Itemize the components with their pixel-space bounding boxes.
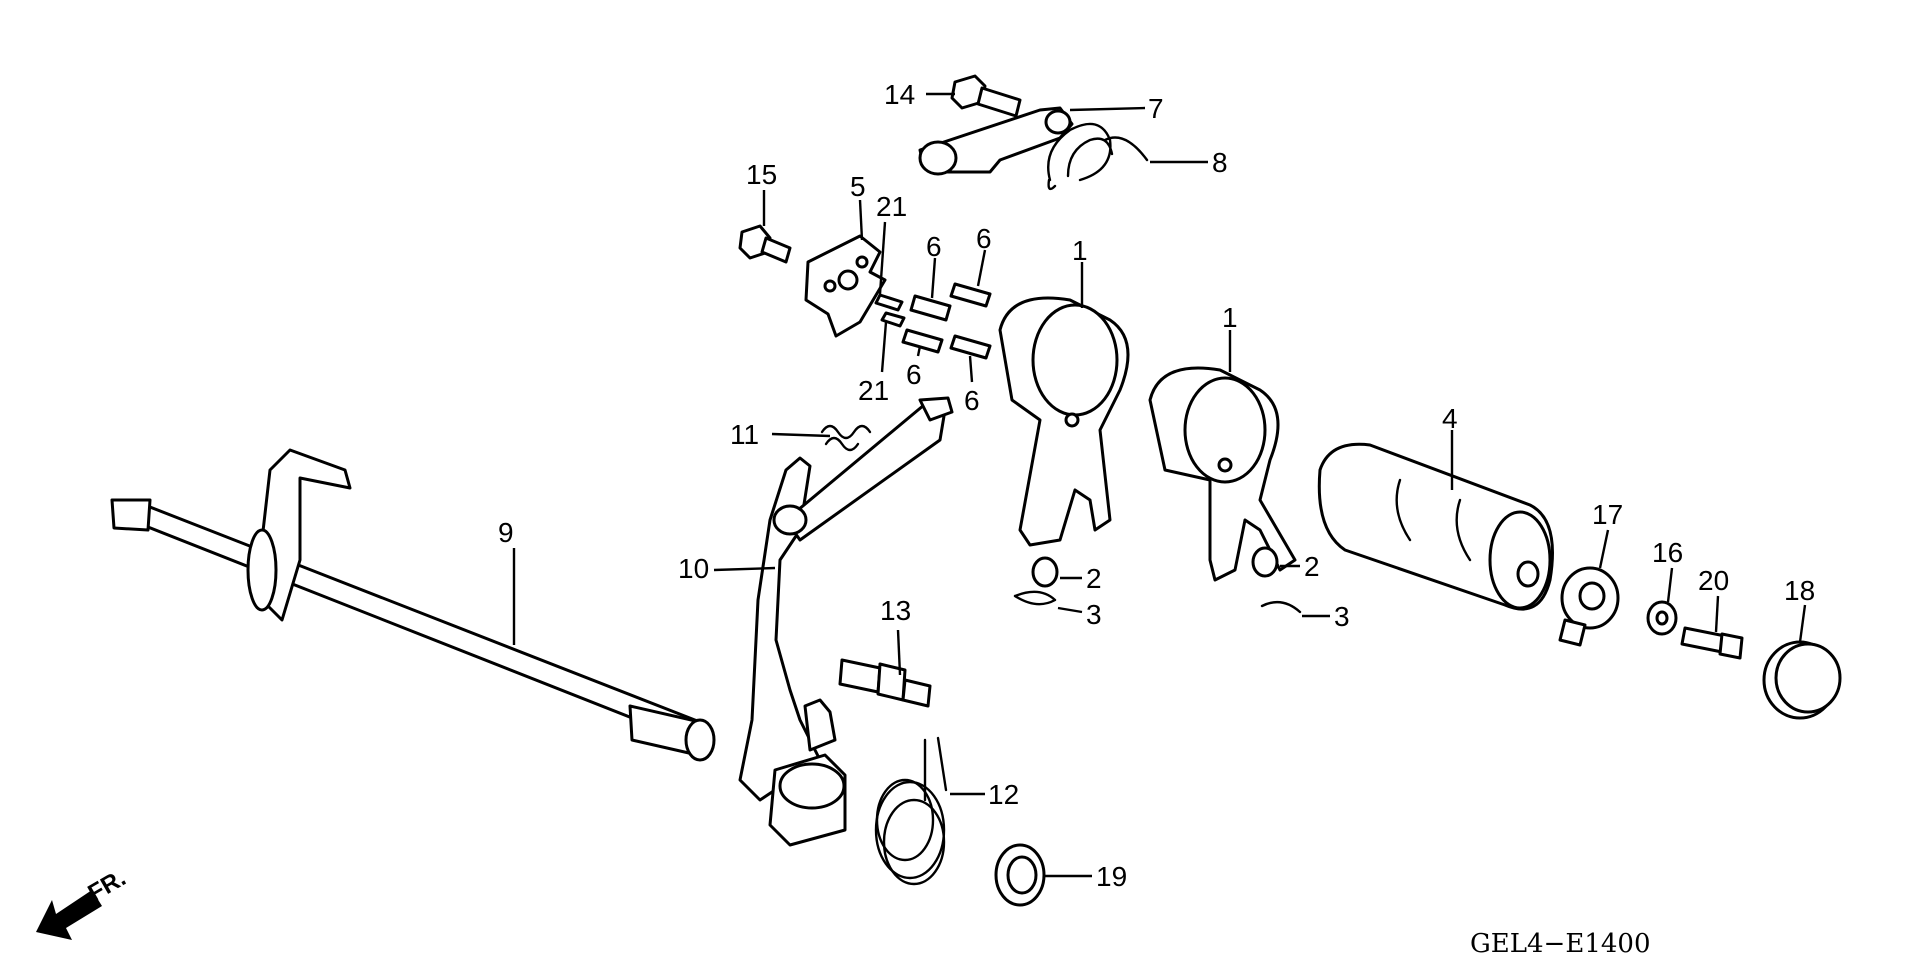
callout-6d: 6 [964,385,980,416]
part-13-stud-bolt [838,658,932,708]
callout-11: 11 [730,419,759,450]
part-19-oil-seal [994,843,1046,907]
callout-3b: 3 [1334,601,1350,632]
callout-3a: 3 [1086,599,1102,630]
part-4-shift-drum [1317,442,1554,611]
callout-20: 20 [1698,565,1729,596]
callout-7: 7 [1148,93,1164,124]
callout-6c: 6 [906,359,922,390]
callout-18: 18 [1784,575,1815,606]
part-5-stopper-plate [804,234,887,338]
part-14-bolt [950,74,1022,118]
part-1-shift-fork-a [998,296,1130,547]
callout-6a: 6 [926,231,942,262]
callout-10: 10 [678,553,709,584]
part-1-shift-fork-b [1148,366,1297,582]
part-10-shift-arm [738,396,954,847]
part-2-guide-pins [1031,546,1279,588]
leader-lines [512,92,1807,878]
callout-17: 17 [1592,499,1623,530]
part-3-clips [1013,590,1302,614]
part-21-pins [874,293,906,328]
part-12-return-spring [874,736,948,886]
callout-4: 4 [1442,403,1458,434]
part-15-bolt [738,224,792,264]
callout-1b: 1 [1222,302,1238,333]
part-9-shift-shaft [110,448,716,762]
callout-16: 16 [1652,537,1683,568]
callout-5: 5 [850,171,866,202]
front-arrow-icon: FR. [36,864,130,940]
callout-2b: 2 [1304,551,1320,582]
callout-15: 15 [746,159,777,190]
callout-19: 19 [1096,861,1127,892]
callout-14: 14 [884,79,915,110]
diagram-code: GEL4−E1400 [1470,929,1651,959]
part-8-stopper-spring [1047,122,1149,191]
part-20-bolt [1680,626,1744,660]
callout-2a: 2 [1086,563,1102,594]
callout-21a: 21 [876,191,907,222]
callout-21b: 21 [858,375,889,406]
callout-8: 8 [1212,147,1228,178]
callout-1a: 1 [1072,235,1088,266]
callout-6b: 6 [976,223,992,254]
callout-13: 13 [880,595,911,626]
part-11-spring [820,424,872,452]
callouts: 1 1 2 2 3 3 4 5 6 6 6 6 7 8 9 10 11 12 1… [498,79,1815,892]
callout-12: 12 [988,779,1019,810]
part-17-plate [1558,566,1620,647]
part-16-washer [1646,600,1678,636]
callout-9: 9 [498,517,514,548]
part-7-stopper-arm [918,106,1074,176]
part-6-pins [901,282,992,360]
part-18-cap [1762,640,1842,720]
